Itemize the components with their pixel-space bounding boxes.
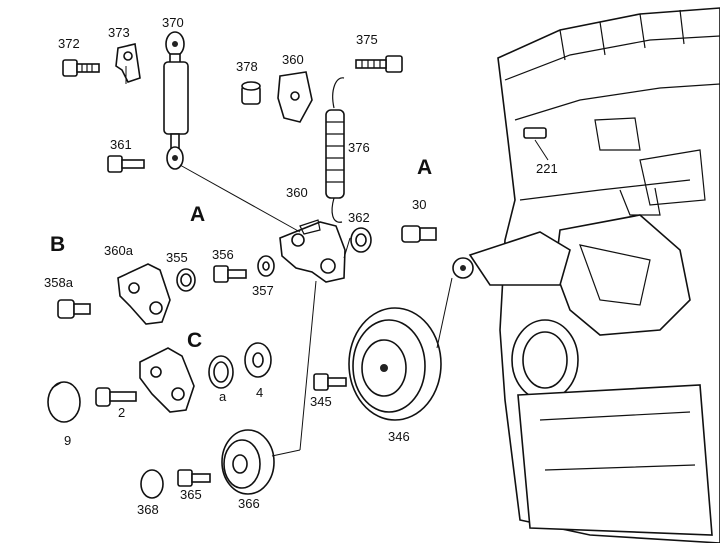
part-label-373: 373 (108, 25, 130, 40)
ring-355 (176, 268, 196, 292)
ring-a (208, 355, 234, 389)
bolt-375 (355, 55, 403, 73)
spring-376 (325, 77, 345, 223)
nut-357 (257, 255, 275, 277)
idler-pulley-366 (221, 429, 275, 495)
group-label-b: B (50, 233, 66, 256)
part-label-345: 345 (310, 394, 332, 409)
washer-4 (244, 342, 272, 378)
washer-362 (350, 227, 372, 253)
group-label-a-center: A (190, 203, 206, 226)
part-label-a: a (219, 389, 227, 404)
group-label-a-right: A (417, 156, 433, 179)
part-label-375: 375 (356, 32, 378, 47)
bolt-361 (107, 155, 145, 173)
part-label-356: 356 (212, 247, 234, 262)
tensioner-arm-360 (279, 219, 346, 283)
part-label-361: 361 (110, 137, 132, 152)
part-label-372: 372 (58, 36, 80, 51)
part-label-360-mid: 360 (286, 185, 308, 200)
nut-378 (241, 81, 261, 105)
part-label-360a: 360a (104, 243, 133, 258)
part-label-376: 376 (348, 140, 370, 155)
bolt-358a (57, 299, 91, 319)
bracket-373 (115, 43, 141, 83)
part-label-358a: 358a (44, 275, 73, 290)
part-label-370: 370 (162, 15, 184, 30)
bolt-372 (62, 59, 100, 77)
part-label-357: 357 (252, 283, 274, 298)
part-label-360-top: 360 (282, 52, 304, 67)
damper-370 (163, 31, 189, 170)
part-label-378: 378 (236, 59, 258, 74)
part-label-4: 4 (256, 385, 264, 400)
part-label-366: 366 (238, 496, 260, 511)
bolt-345 (313, 373, 347, 391)
cap-9 (47, 381, 81, 423)
part-label-355: 355 (166, 250, 188, 265)
group-label-c: C (187, 329, 203, 352)
engine-block (452, 7, 720, 543)
part-label-9: 9 (64, 433, 72, 448)
bolt-2 (95, 387, 137, 407)
part-label-221: 221 (536, 161, 558, 176)
leader-lines (125, 66, 453, 457)
part-label-365: 365 (180, 487, 202, 502)
bracket-c (139, 347, 195, 413)
bracket-360a (117, 263, 171, 325)
pulley-346 (348, 307, 442, 421)
part-label-368: 368 (137, 502, 159, 517)
part-label-2: 2 (118, 405, 126, 420)
part-label-346: 346 (388, 429, 410, 444)
fitting-30 (401, 225, 437, 243)
bolt-356 (213, 265, 247, 283)
cap-368 (140, 469, 164, 499)
bracket-360-upper (277, 71, 313, 123)
part-label-362: 362 (348, 210, 370, 225)
bolt-365 (177, 469, 211, 487)
part-label-30: 30 (412, 197, 427, 212)
